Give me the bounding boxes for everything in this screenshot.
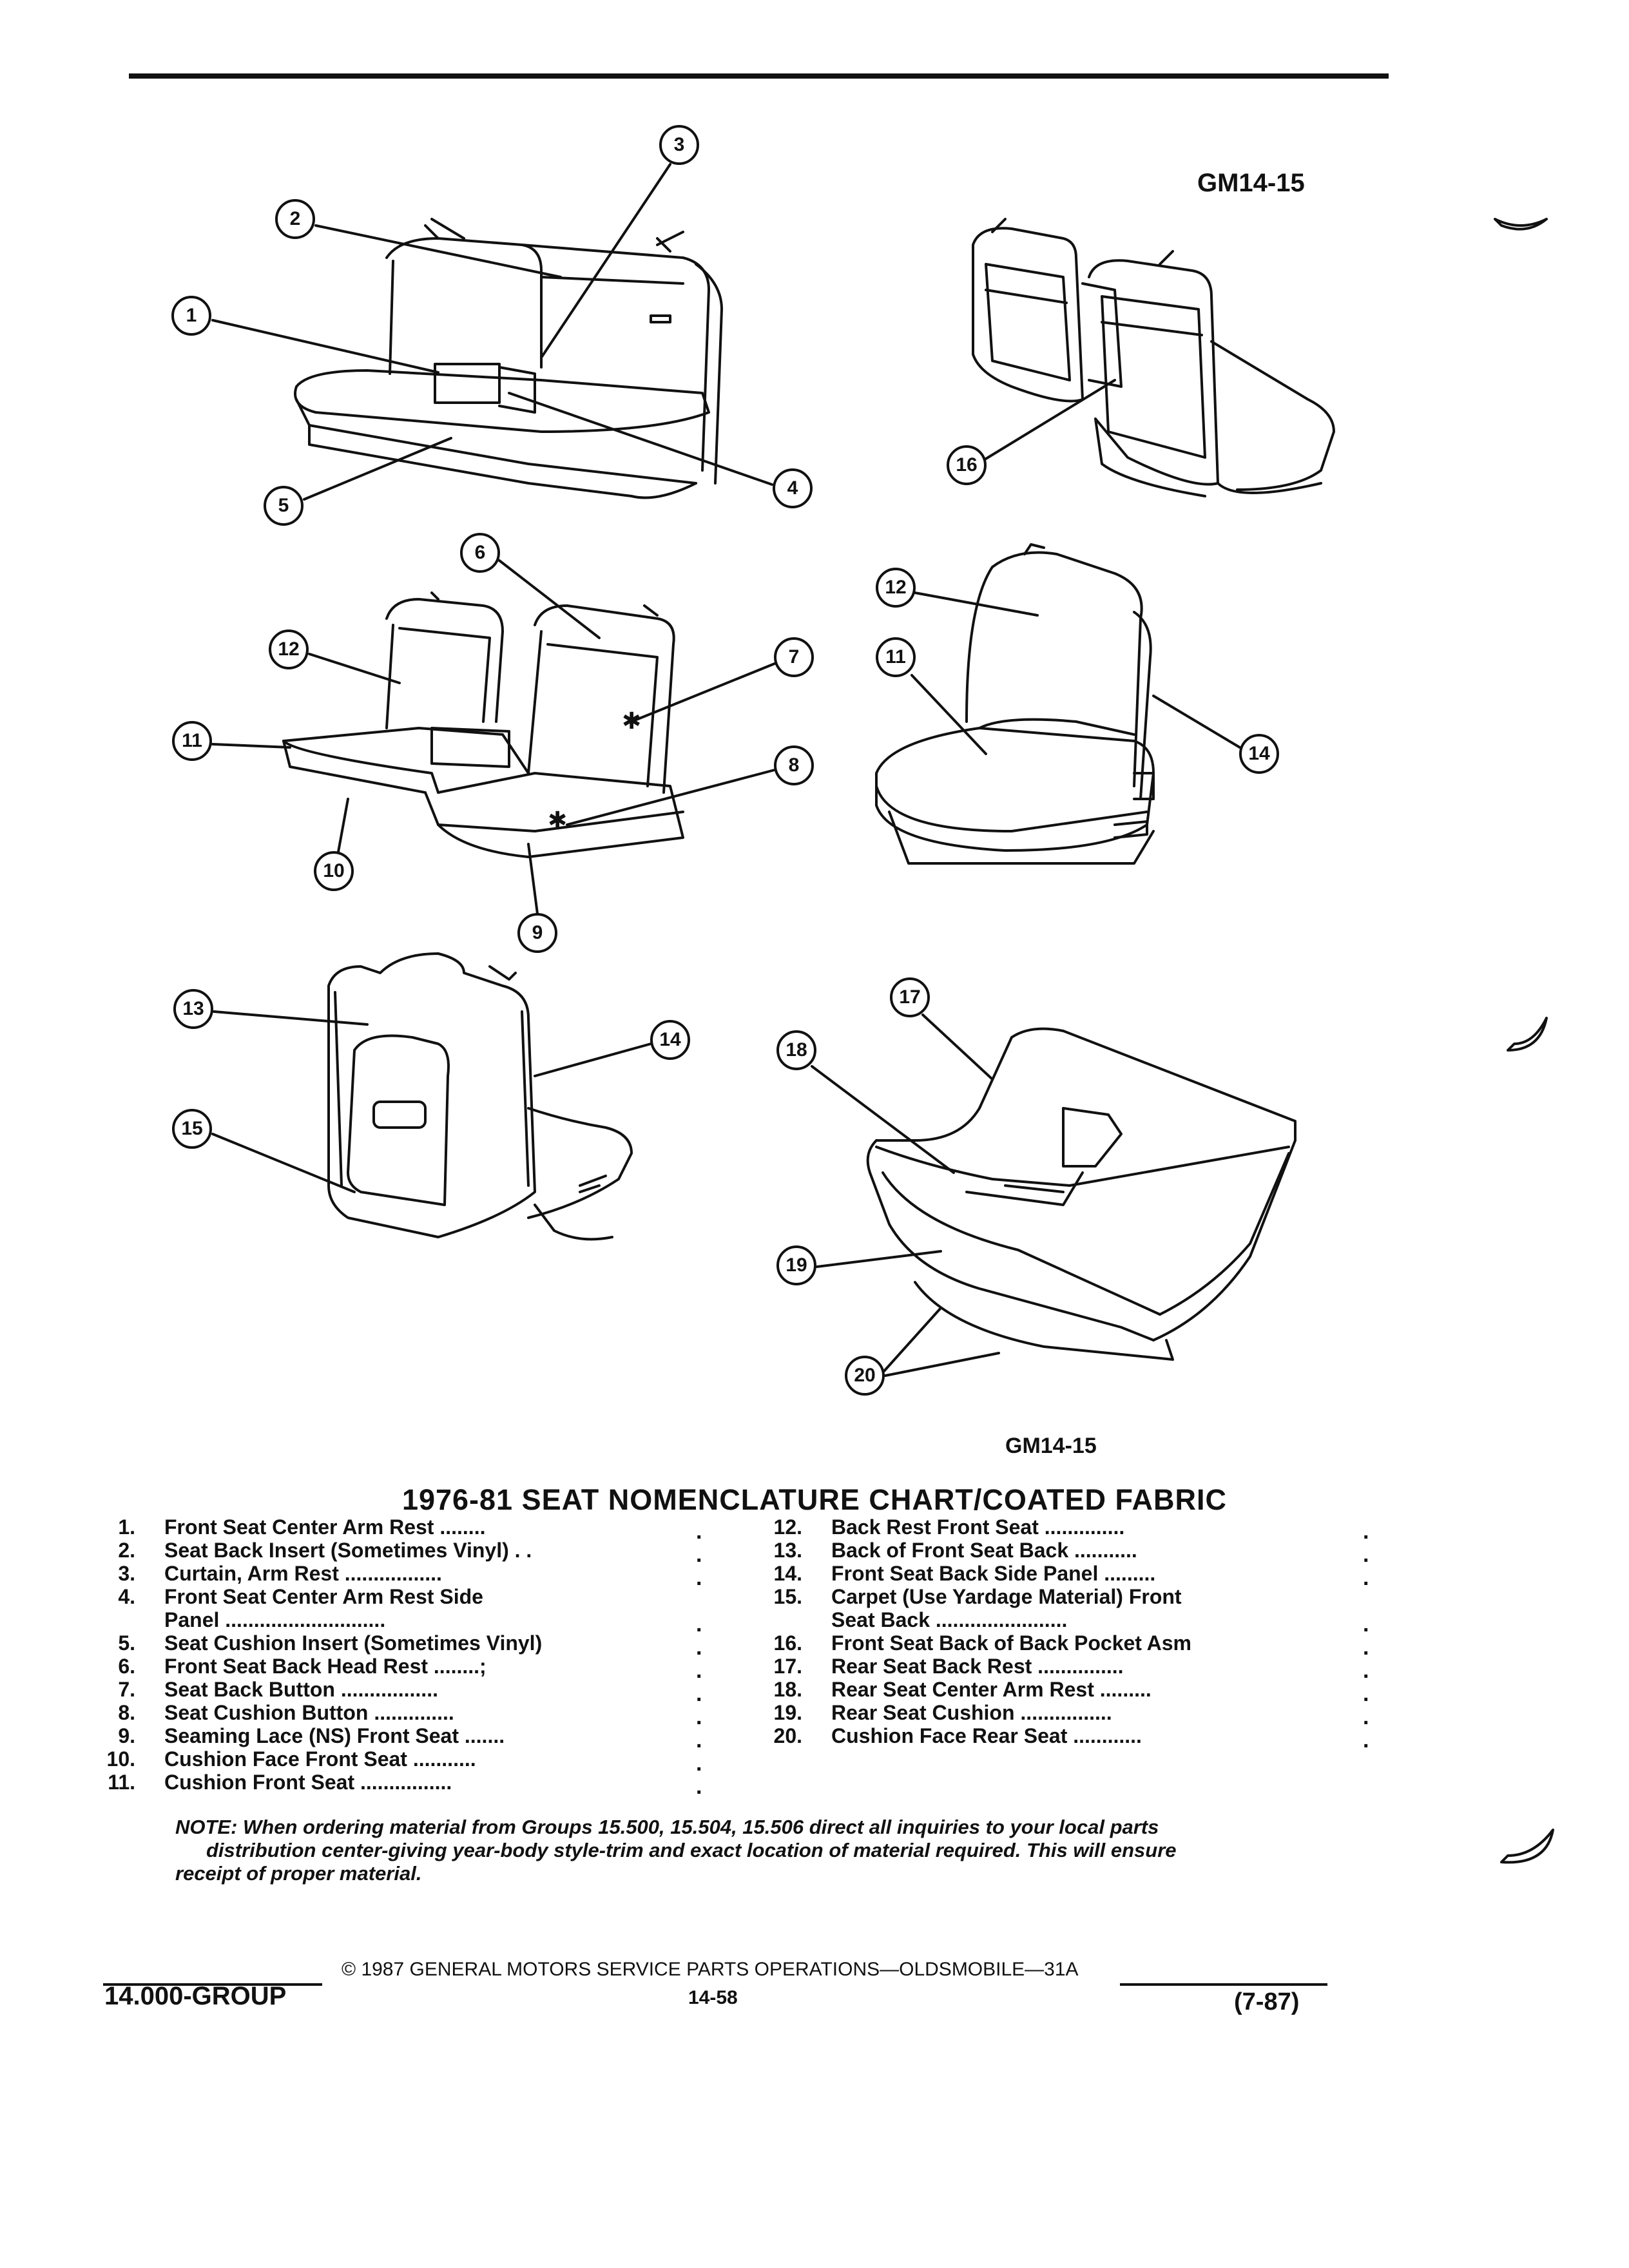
callout-2: 2 (275, 199, 315, 239)
seat-back-rear-illustration (327, 952, 633, 1241)
figure-code-top: GM14-15 (1197, 169, 1305, 197)
callout-6: 6 (460, 533, 500, 573)
group-number: 14.000-GROUP (104, 1982, 287, 2010)
callout-11b: 11 (876, 637, 916, 677)
callout-14b: 14 (650, 1020, 690, 1060)
callout-3: 3 (659, 125, 699, 165)
callout-16: 16 (947, 445, 987, 485)
page-number: 14-58 (688, 1987, 738, 2008)
callout-11: 11 (172, 721, 212, 761)
callout-12: 12 (269, 629, 309, 669)
front-bench-seat-illustration (294, 218, 723, 499)
note-line: NOTE: When ordering material from Groups… (175, 1816, 1159, 1838)
callout-19: 19 (776, 1245, 816, 1285)
figure-code-bottom: GM14-15 (1005, 1434, 1097, 1458)
callout-18: 18 (776, 1030, 816, 1070)
bucket-seat-illustration (875, 543, 1155, 865)
callout-1: 1 (171, 296, 211, 336)
callout-4: 4 (773, 468, 813, 508)
copyright-line: © 1987 GENERAL MOTORS SERVICE PARTS OPER… (342, 1959, 1079, 1980)
scan-mark-artifacts (1494, 218, 1554, 1864)
footer-rule-right (1120, 1983, 1327, 1986)
ordering-note: NOTE: When ordering material from Groups… (175, 1816, 1335, 1885)
callout-14: 14 (1239, 734, 1279, 774)
revision-date: (7-87) (1234, 1988, 1300, 2015)
footer-rule-left (103, 1983, 322, 1986)
callout-17: 17 (890, 977, 930, 1017)
callout-10: 10 (314, 851, 354, 891)
seat-back-button-marker: ✱ (622, 707, 642, 734)
callout-8: 8 (774, 745, 814, 785)
seat-cushion-button-marker: ✱ (548, 807, 568, 833)
callout-5: 5 (264, 486, 304, 526)
callout-15: 15 (172, 1109, 212, 1149)
callout-20: 20 (845, 1356, 885, 1396)
chart-title: 1976-81 SEAT NOMENCLATURE CHART/COATED F… (401, 1483, 1228, 1516)
split-bench-seat-illustration (282, 591, 684, 858)
note-line: distribution center-giving year-body sty… (206, 1839, 1177, 1861)
callout-7: 7 (774, 637, 814, 677)
rear-seat-illustration (866, 1027, 1296, 1361)
top-rule (129, 73, 1389, 79)
callout-13: 13 (173, 989, 213, 1029)
note-line: receipt of proper material. (175, 1862, 422, 1885)
callout-9: 9 (517, 913, 557, 953)
callout-12b: 12 (876, 568, 916, 608)
